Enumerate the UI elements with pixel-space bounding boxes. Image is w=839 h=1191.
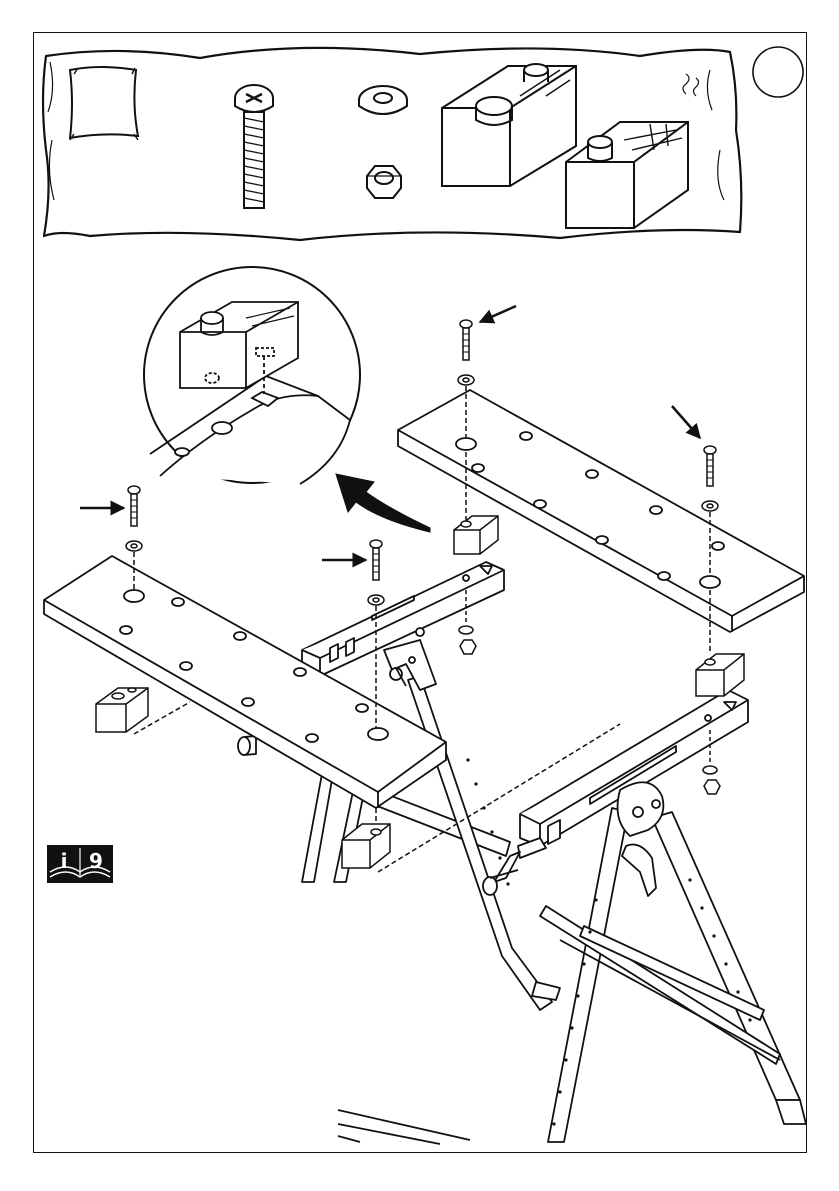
washer-icon (359, 86, 407, 114)
block-under-left (96, 688, 148, 732)
block-under-right (696, 654, 744, 696)
block-large-icon (442, 64, 576, 186)
block-small-icon (566, 122, 688, 228)
screw-icon (235, 85, 273, 208)
badge-info-symbol: i (61, 849, 68, 873)
arrow-icon-top-screw (480, 306, 516, 322)
worktop-left (44, 556, 446, 808)
bag-icon (70, 67, 138, 140)
nut-icon (367, 166, 401, 198)
bench-frame (238, 562, 806, 1144)
badge-step-number: 9 (89, 849, 103, 873)
empty-circle-icon (753, 47, 803, 97)
curved-arrow-icon (336, 474, 430, 532)
arrow-icon-right-screw (672, 406, 700, 438)
book-info-icon: i 9 (47, 845, 113, 883)
block-under-top (454, 516, 498, 554)
magnify-circle-icon (144, 267, 360, 484)
